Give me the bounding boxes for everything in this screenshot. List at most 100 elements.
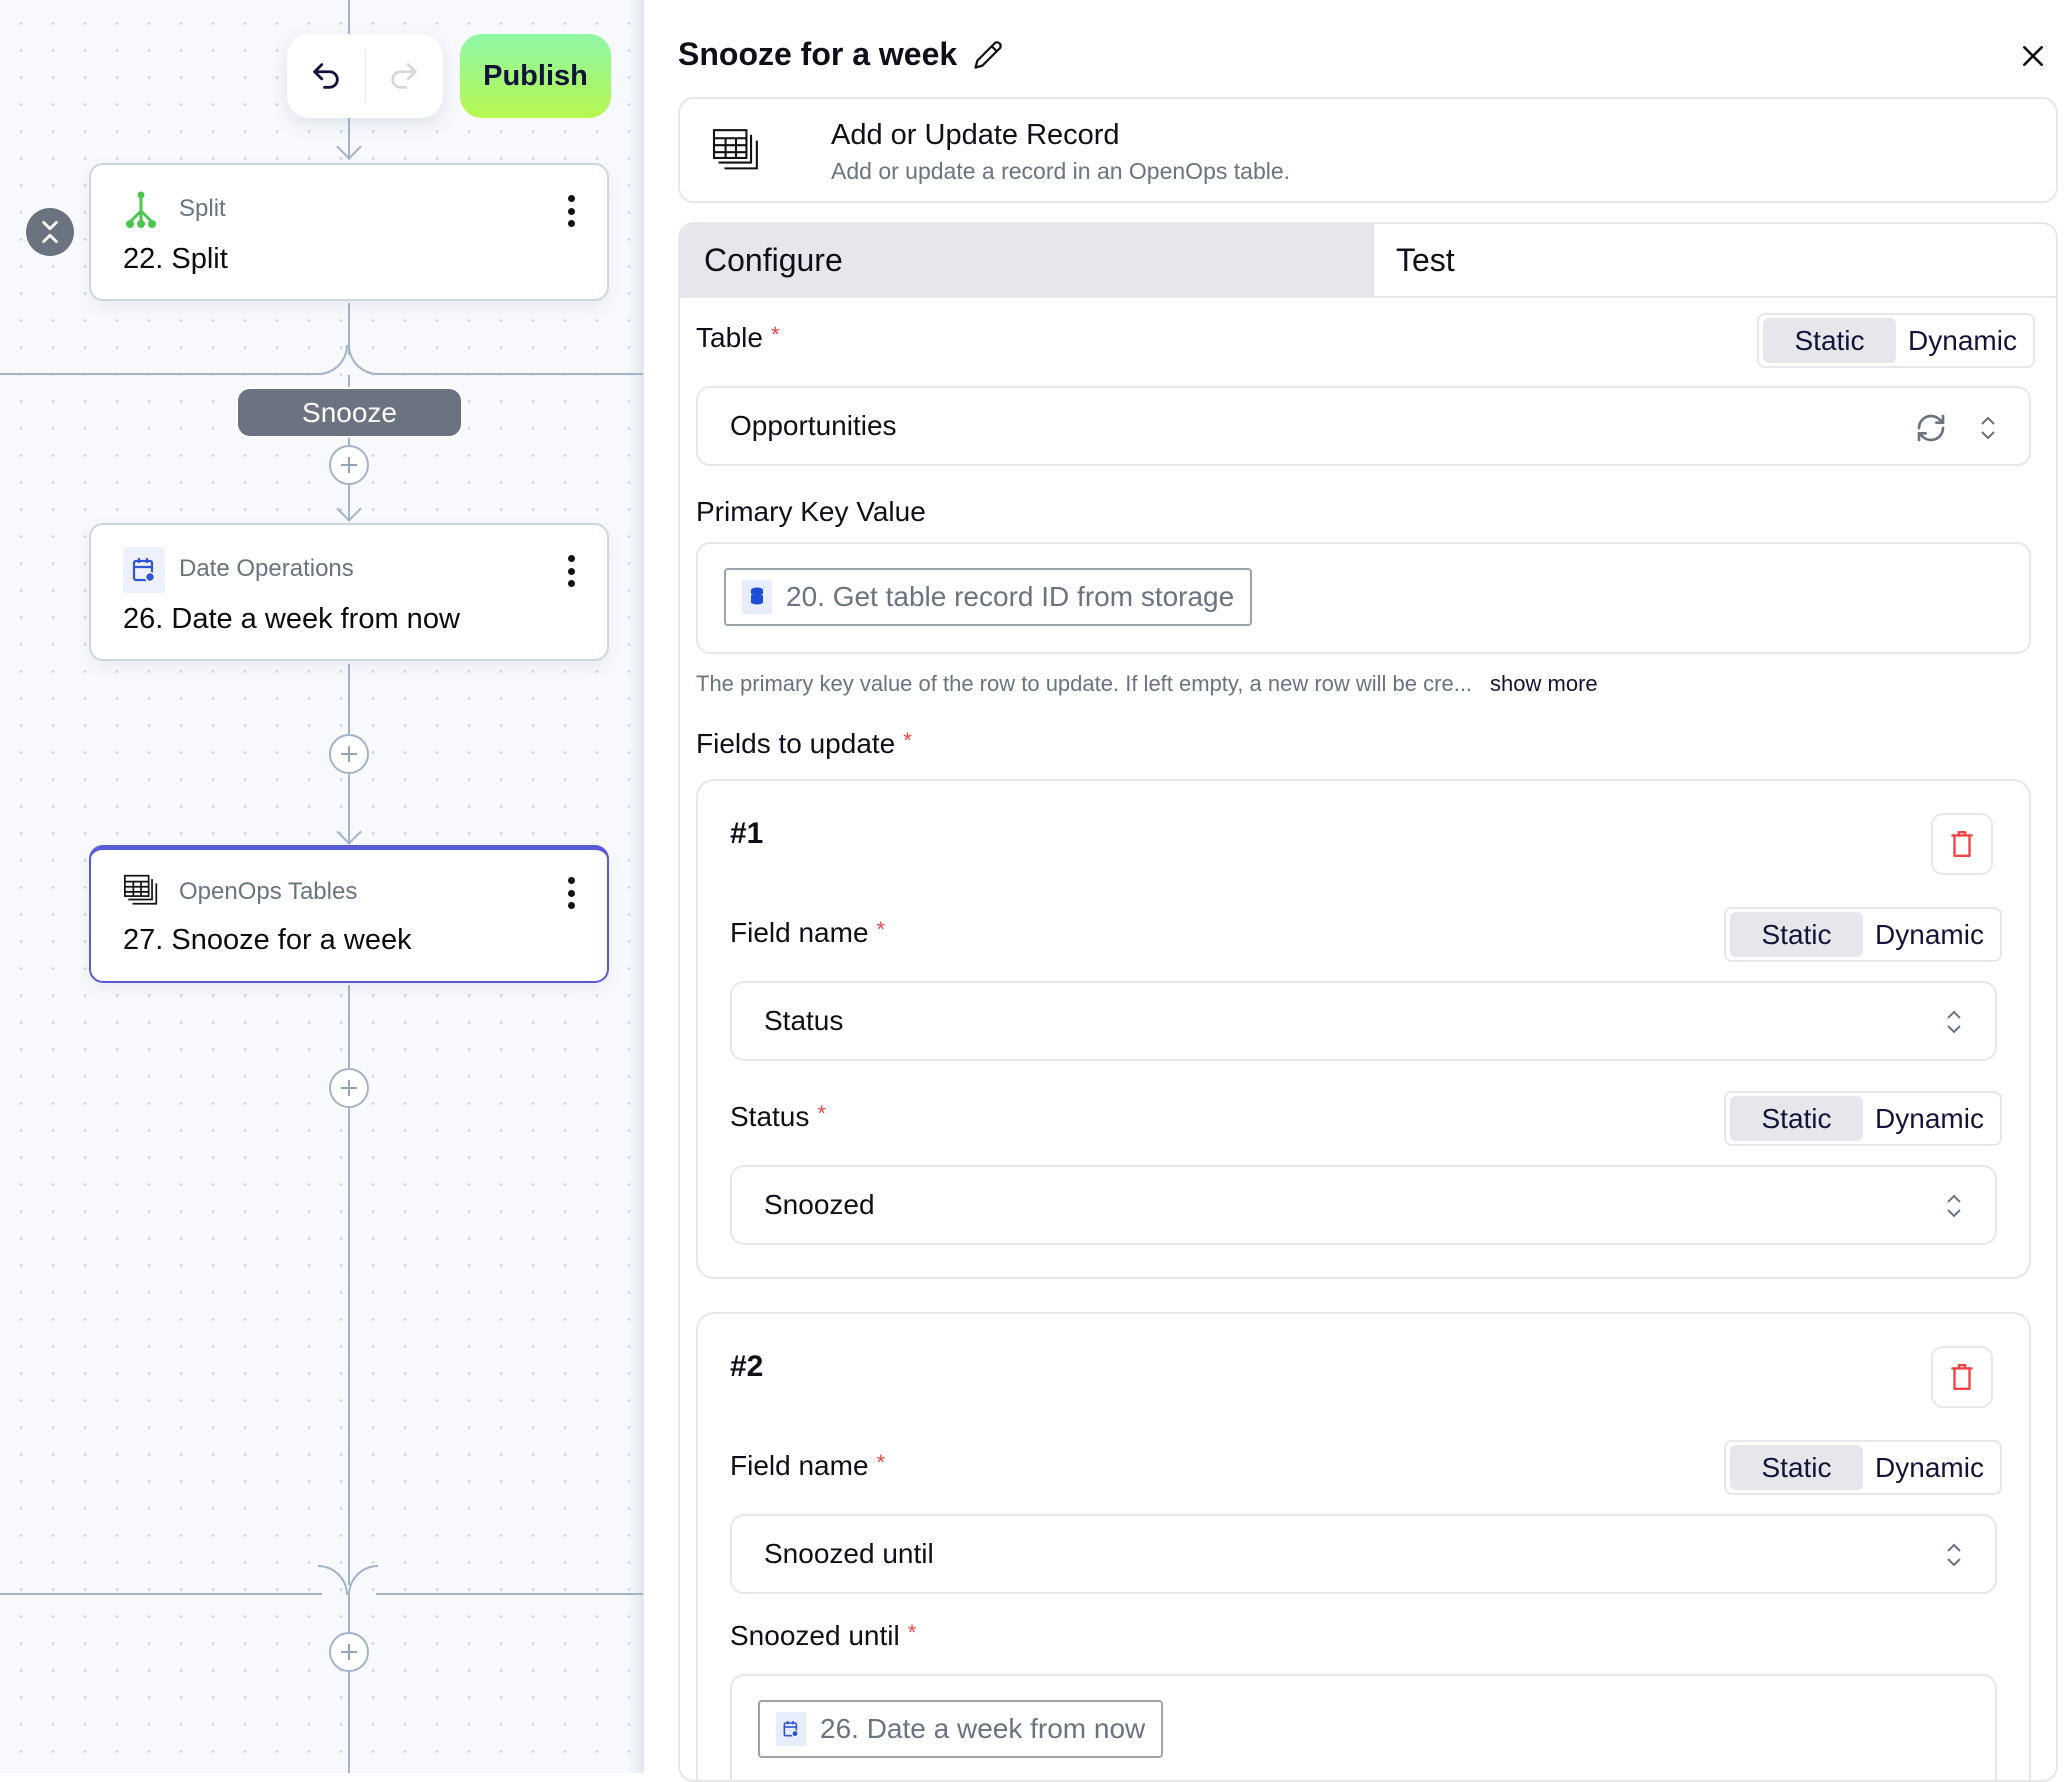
branch-label[interactable]: Snooze	[236, 387, 463, 438]
tab-configure[interactable]: Configure	[680, 224, 1374, 296]
toolbar-divider	[364, 50, 366, 102]
calendar-clock-icon	[123, 547, 165, 593]
publish-button[interactable]: Publish	[460, 34, 611, 118]
node-menu-button[interactable]	[565, 877, 577, 909]
status-select[interactable]: Snoozed	[730, 1165, 1997, 1245]
connector-curve	[318, 345, 348, 375]
dot-icon	[567, 195, 575, 202]
action-description: Add or update a record in an OpenOps tab…	[831, 158, 1291, 184]
trash-icon	[1951, 831, 1973, 857]
field-name-select[interactable]: Status	[730, 981, 1997, 1061]
static-option[interactable]: Static	[1763, 318, 1896, 363]
primary-key-help: The primary key value of the row to upda…	[696, 671, 1598, 696]
dynamic-option[interactable]: Dynamic	[1875, 1102, 1984, 1134]
merge-line	[0, 1593, 322, 1595]
delete-field-button[interactable]	[1931, 1346, 1993, 1408]
add-step-button[interactable]	[329, 445, 369, 485]
dynamic-option[interactable]: Dynamic	[1875, 1451, 1984, 1483]
node-menu-button[interactable]	[565, 555, 577, 587]
flow-canvas[interactable]: Publish Split 22. Split Snooze Date Op	[0, 0, 643, 1773]
dot-icon	[567, 555, 575, 562]
undo-icon	[313, 63, 339, 89]
dot-icon	[567, 902, 575, 909]
canvas-edge-shadow	[628, 0, 643, 1773]
chip-label: 26. Date a week from now	[820, 1713, 1146, 1744]
status-label: Status*	[730, 1101, 826, 1132]
merge-line	[376, 1593, 643, 1595]
redo-button[interactable]	[366, 34, 444, 118]
action-summary-card[interactable]: Add or Update Record Add or update a rec…	[678, 97, 2058, 203]
add-step-button[interactable]	[329, 734, 369, 774]
static-option[interactable]: Static	[1730, 1096, 1863, 1141]
node-type-label: OpenOps Tables	[179, 878, 358, 905]
connector-curve	[348, 1565, 378, 1595]
node-title: 27. Snooze for a week	[123, 924, 412, 956]
snoozed-until-label: Snoozed until*	[730, 1620, 917, 1651]
status-mode-toggle: Static Dynamic	[1724, 1091, 2002, 1146]
dot-icon	[567, 207, 575, 215]
field-group-1: #1 Field name* Static Dynamic Status Sta…	[696, 779, 2031, 1279]
tab-test[interactable]: Test	[1396, 241, 1455, 278]
table-icon	[124, 872, 158, 910]
chevron-up-down-icon	[1947, 1194, 1961, 1218]
primary-key-input[interactable]: 20. Get table record ID from storage	[696, 542, 2031, 654]
collapse-branch-button[interactable]	[26, 208, 74, 256]
database-icon	[742, 580, 772, 614]
table-icon	[712, 129, 760, 178]
table-mode-toggle: Static Dynamic	[1757, 313, 2035, 368]
close-panel-button[interactable]	[2017, 40, 2049, 72]
plus-icon	[341, 1080, 357, 1096]
static-option[interactable]: Static	[1730, 1445, 1863, 1490]
plus-icon	[341, 1644, 357, 1660]
flow-node-date-operations[interactable]: Date Operations 26. Date a week from now	[89, 523, 609, 661]
connector-line	[348, 985, 350, 1585]
flow-node-split[interactable]: Split 22. Split	[89, 163, 609, 301]
step-name: Snooze for a week	[678, 36, 958, 72]
tab-bar: Configure Test	[680, 224, 2056, 298]
plus-icon	[341, 457, 357, 473]
delete-field-button[interactable]	[1931, 813, 1993, 875]
connector-curve	[318, 1565, 348, 1595]
node-menu-button[interactable]	[565, 195, 577, 227]
branch-line	[376, 373, 643, 375]
field-name-select[interactable]: Snoozed until	[730, 1514, 1997, 1594]
field-name-mode-toggle: Static Dynamic	[1724, 907, 2002, 962]
table-label: Table*	[696, 322, 780, 353]
history-toolbar	[287, 34, 443, 118]
redo-icon	[391, 63, 417, 89]
chevron-up-down-icon	[1947, 1010, 1961, 1034]
group-number: #1	[730, 817, 764, 850]
dot-icon	[567, 580, 575, 587]
node-type-label: Date Operations	[179, 555, 354, 582]
snoozed-until-reference-chip[interactable]: 26. Date a week from now	[758, 1700, 1164, 1758]
fields-to-update-label: Fields to update*	[696, 728, 912, 759]
split-icon	[124, 191, 158, 229]
flow-node-openops-tables[interactable]: OpenOps Tables 27. Snooze for a week	[89, 845, 609, 983]
step-settings-panel: Snooze for a week Add or Update Record A…	[643, 0, 2067, 1782]
node-title: 26. Date a week from now	[123, 603, 460, 635]
dot-icon	[567, 877, 575, 884]
field-name-label: Field name*	[730, 917, 886, 948]
connector-line	[348, 1595, 350, 1773]
chevron-up-down-icon	[1981, 416, 1995, 440]
show-more-link[interactable]: show more	[1490, 671, 1598, 696]
field-name-value: Snoozed until	[764, 1538, 934, 1569]
calendar-clock-icon	[776, 1712, 806, 1746]
connector-line	[348, 375, 350, 390]
dynamic-option[interactable]: Dynamic	[1908, 324, 2017, 356]
field-name-mode-toggle: Static Dynamic	[1724, 1440, 2002, 1495]
table-select[interactable]: Opportunities	[696, 386, 2031, 466]
arrow-head	[336, 496, 362, 522]
config-tabs-container: Configure Test Table* Static Dynamic Opp…	[678, 222, 2058, 1782]
add-step-button[interactable]	[329, 1632, 369, 1672]
static-option[interactable]: Static	[1730, 912, 1863, 957]
plus-icon	[341, 746, 357, 762]
dynamic-option[interactable]: Dynamic	[1875, 918, 1984, 950]
pencil-icon[interactable]	[973, 40, 1003, 70]
add-step-button[interactable]	[329, 1068, 369, 1108]
refresh-icon[interactable]	[1915, 412, 1947, 444]
primary-key-reference-chip[interactable]: 20. Get table record ID from storage	[724, 568, 1253, 626]
undo-button[interactable]	[287, 34, 365, 118]
status-value: Snoozed	[764, 1189, 875, 1220]
snoozed-until-input[interactable]: 26. Date a week from now	[730, 1674, 1997, 1780]
